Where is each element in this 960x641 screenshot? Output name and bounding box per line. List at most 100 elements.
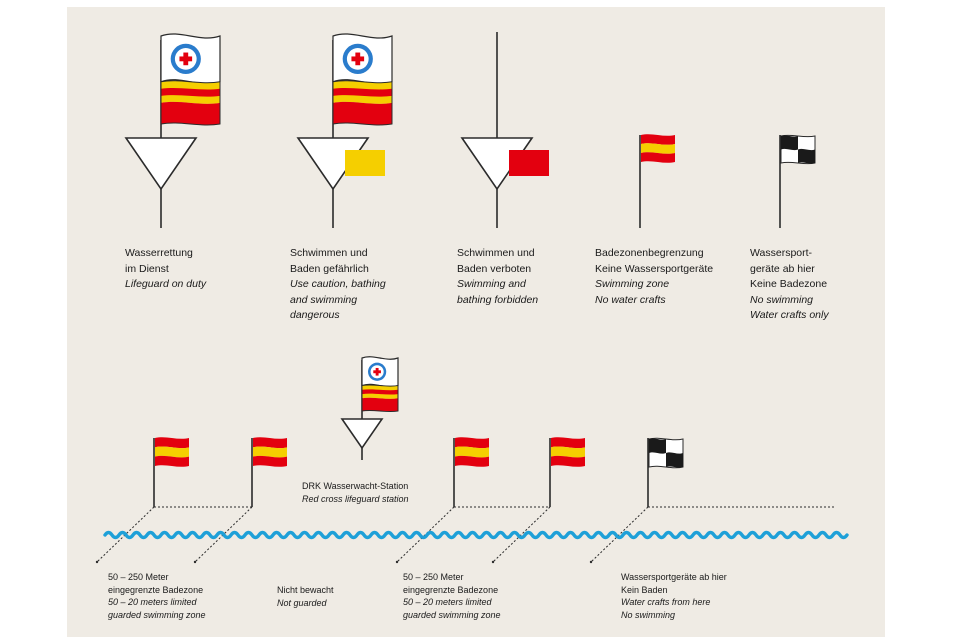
caption-de-line: Baden gefährlich	[290, 262, 369, 275]
caption-de-line: Schwimmen und	[457, 247, 535, 259]
drk-flag-yellow-red	[160, 80, 221, 126]
zone-marker-dot	[95, 560, 99, 564]
drk-flag	[160, 33, 221, 85]
caption-de-line: eingegrenzte Badezone	[108, 584, 204, 595]
water-wave-line	[103, 530, 849, 540]
drk-flag	[361, 356, 399, 388]
flag-red-stripe	[161, 101, 220, 125]
caption-not-guarded: Nicht bewacht Not guarded	[277, 584, 334, 609]
zone-marker-dot	[589, 560, 593, 564]
red-yellow-flag	[641, 134, 675, 163]
red-cross-icon	[179, 56, 193, 62]
caption-en-line: Swimming and	[457, 278, 526, 290]
black-white-checkered-flag	[780, 134, 816, 165]
caption-de-line: Badezonenbegrenzung	[595, 247, 704, 259]
zone-marker-dot	[193, 560, 197, 564]
caption-de-line: Wassersportgeräte ab hier	[621, 572, 727, 582]
caption-de-line: Keine Wassersportgeräte	[595, 262, 714, 275]
flag-outline	[332, 80, 393, 126]
caption-drk-station: DRK Wasserwacht-Station Red cross lifegu…	[302, 480, 409, 505]
caption-lifeguard-on-duty: Wasserrettung im Dienst Lifeguard on dut…	[125, 246, 206, 293]
signal-pennant	[345, 150, 385, 176]
caption-en-line: Red cross lifeguard station	[302, 493, 409, 504]
flag-red-stripe	[253, 455, 287, 467]
black-white-checkered-flag	[648, 437, 684, 469]
caption-en-line: Not guarded	[277, 597, 327, 608]
flag-red-stripe	[455, 455, 489, 467]
flag-red-stripe	[641, 152, 675, 163]
flag-yellow-stripe	[253, 446, 287, 458]
caption-en-line: Lifeguard on duty	[125, 278, 207, 290]
flag-red-stripe	[155, 455, 189, 467]
caption-de-line: Keine Badezone	[750, 278, 828, 290]
caption-water-crafts-only: Wassersport- geräte ab hier Keine Badezo…	[750, 246, 829, 324]
caption-de-line: 50 – 250 Meter	[108, 572, 169, 582]
caption-de-line: DRK Wasserwacht-Station	[302, 481, 409, 491]
flag-outline	[160, 80, 221, 126]
flag-red-stripe	[362, 397, 398, 412]
warning-triangle-sign	[340, 418, 384, 450]
caption-en-line: Swimming zone	[595, 278, 670, 290]
zone-diagonal-dotted	[590, 506, 649, 563]
flag-red-stripe	[551, 437, 585, 449]
flag-outline	[361, 384, 399, 413]
flag-red-stripe	[333, 87, 392, 97]
flag-red-stripe	[161, 87, 220, 97]
red-yellow-flag	[155, 437, 189, 467]
red-yellow-flag	[551, 437, 585, 467]
drk-flag-yellow-red	[361, 384, 399, 413]
caption-en-line: No swimming	[621, 609, 676, 620]
zone-marker-dot	[395, 560, 399, 564]
red-yellow-flag	[253, 437, 287, 467]
zone-diagonal-dotted	[96, 506, 155, 563]
zone-diagonal-dotted	[492, 506, 551, 563]
caption-swimming-forbidden: Schwimmen und Baden verboten Swimming an…	[457, 246, 538, 308]
flag-red-stripe	[641, 134, 675, 145]
drk-flag-yellow-red	[332, 80, 393, 126]
drk-flag	[332, 33, 393, 85]
zone-marker-dot	[491, 560, 495, 564]
caption-de-line: im Dienst	[125, 262, 169, 275]
caption-en-line: Use caution, bathing	[290, 278, 386, 290]
flag-red-stripe	[333, 101, 392, 125]
zone-diagonal-dotted	[396, 506, 455, 563]
flag-red-stripe	[155, 437, 189, 449]
checker-black-square	[649, 438, 666, 454]
caption-en-line: dangerous	[290, 309, 340, 321]
caption-en-line: guarded swimming zone	[108, 609, 206, 620]
red-cross-icon	[351, 56, 365, 62]
caption-en-line: Water crafts from here	[621, 597, 711, 607]
flag-yellow-stripe	[155, 446, 189, 458]
caption-en-line: Water crafts only	[750, 309, 829, 321]
caption-de-line: Wassersport-	[750, 247, 813, 259]
caption-limited-zone-left: 50 – 250 Meter eingegrenzte Badezone 50 …	[108, 571, 206, 621]
caption-en-line: No swimming	[750, 293, 814, 306]
caption-en-line: bathing forbidden	[457, 293, 539, 306]
caption-en-line: No water crafts	[595, 293, 666, 306]
caption-limited-zone-right: 50 – 250 Meter eingegrenzte Badezone 50 …	[403, 571, 501, 621]
flag-red-stripe	[362, 389, 398, 395]
caption-water-crafts-from-here: Wassersportgeräte ab hier Kein Baden Wat…	[621, 571, 727, 621]
checker-black-square	[781, 135, 798, 151]
warning-triangle-sign	[124, 137, 198, 191]
caption-de-line: Kein Baden	[621, 584, 668, 595]
flag-red-stripe	[253, 437, 287, 449]
caption-swimming-zone: Badezonenbegrenzung Keine Wassersportger…	[595, 246, 713, 308]
flag-red-stripe	[455, 437, 489, 449]
caption-en-line: guarded swimming zone	[403, 609, 501, 620]
flag-yellow-stripe	[455, 446, 489, 458]
zone-diagonal-dotted	[194, 506, 253, 563]
checker-black-square	[798, 148, 815, 164]
flag-yellow-stripe	[641, 143, 675, 154]
red-cross-icon	[373, 370, 381, 374]
caption-de-line: Wasserrettung	[125, 247, 193, 259]
signal-pennant	[509, 150, 549, 176]
caption-en-line: 50 – 20 meters limited	[403, 597, 492, 607]
caption-de-line: Baden verboten	[457, 262, 532, 275]
caption-de-line: Nicht bewacht	[277, 585, 334, 595]
caption-use-caution: Schwimmen und Baden gefährlich Use cauti…	[290, 246, 386, 324]
caption-en-line: and swimming	[290, 293, 358, 306]
checker-black-square	[666, 452, 683, 468]
caption-de-line: eingegrenzte Badezone	[403, 584, 499, 595]
